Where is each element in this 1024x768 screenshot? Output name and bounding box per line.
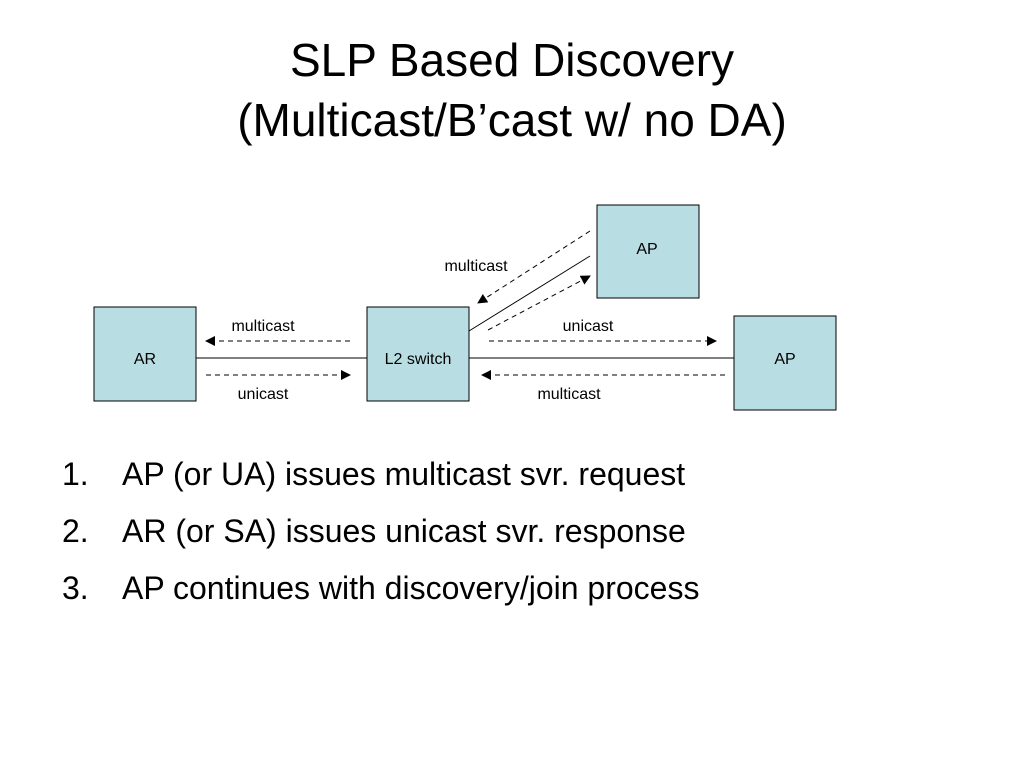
node-ap-top: AP <box>596 204 700 299</box>
node-ar: AR <box>93 306 197 402</box>
step-text: AR (or SA) issues unicast svr. response <box>122 513 686 549</box>
node-ap-right-label: AP <box>774 351 795 368</box>
link-switch-ap-top <box>468 255 591 332</box>
step-item: 1. AP (or UA) issues multicast svr. reque… <box>62 446 699 503</box>
label-right-multicast: multicast <box>537 386 601 403</box>
step-item: 3. AP continues with discovery/join proce… <box>62 560 699 617</box>
step-number: 2. <box>62 513 89 549</box>
label-ar-unicast: unicast <box>238 386 289 403</box>
node-ap-top-label: AP <box>636 241 657 258</box>
slide-title: SLP Based Discovery (Multicast/B’cast w/… <box>0 30 1024 150</box>
step-number: 1. <box>62 456 89 492</box>
node-l2-switch-box <box>366 306 470 402</box>
label-top-multicast: multicast <box>444 258 508 275</box>
step-number: 3. <box>62 570 89 606</box>
title-line-2: (Multicast/B’cast w/ no DA) <box>237 94 787 146</box>
node-ap-right: AP <box>733 315 837 411</box>
step-item: 2. AR (or SA) issues unicast svr. respons… <box>62 503 699 560</box>
node-l2-switch: L2 switch <box>366 306 470 402</box>
node-ar-label: AR <box>134 351 156 368</box>
label-ar-multicast: multicast <box>231 318 295 335</box>
node-ar-box <box>93 306 197 402</box>
node-ap-right-box <box>733 315 837 411</box>
step-text: AP continues with discovery/join process <box>122 570 700 606</box>
arrow-top-return <box>487 275 591 331</box>
steps-list: 1. AP (or UA) issues multicast svr. reque… <box>62 446 699 617</box>
node-ap-top-box <box>596 204 700 299</box>
node-l2-switch-label: L2 switch <box>385 351 452 368</box>
arrow-top-multicast <box>477 230 591 304</box>
step-text: AP (or UA) issues multicast svr. request <box>122 456 686 492</box>
label-right-unicast: unicast <box>563 318 614 335</box>
title-line-1: SLP Based Discovery <box>289 34 735 86</box>
